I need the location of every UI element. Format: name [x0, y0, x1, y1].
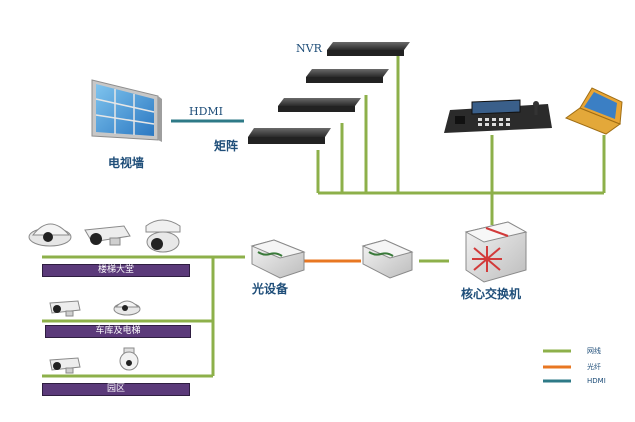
matrix-label: 矩阵 [214, 139, 239, 153]
area-label-garage-elevator: 车库及电梯 [45, 325, 191, 338]
optical-device-label: 光设备 [252, 282, 289, 296]
bullet-camera-icon [49, 357, 81, 374]
bullet-camera-icon [49, 300, 81, 317]
core-switch-label: 核心交换机 [461, 287, 522, 301]
tv-wall-label: 电视墙 [108, 156, 145, 170]
hdmi-cables [171, 119, 571, 383]
core-switch-icon [464, 221, 528, 283]
legend-label-hdmi: HDMI [587, 377, 606, 385]
legend-label-network-cable: 网线 [587, 347, 601, 355]
area-label-park: 园区 [42, 383, 190, 396]
tv-wall-icon [91, 79, 162, 142]
control-keyboard-icon [444, 99, 552, 133]
bullet-camera-icon [84, 225, 131, 246]
legend-label-fiber: 光纤 [587, 363, 601, 371]
hdmi-label: HDMI [189, 105, 224, 118]
turret-camera-icon [145, 219, 181, 253]
network-cables [42, 55, 606, 378]
dome-camera-icon [28, 223, 72, 247]
nvr-device [278, 98, 361, 112]
dome-camera-icon [113, 300, 141, 316]
nvr-device [327, 42, 410, 56]
ptz-camera-icon [119, 347, 139, 371]
nvr-device [306, 69, 389, 83]
optical-device-icon [250, 239, 306, 279]
fiber-cables [304, 259, 571, 369]
area-label-lobby: 楼梯大堂 [42, 264, 190, 277]
optical-device-icon [361, 239, 414, 279]
laptop-icon [564, 87, 623, 135]
nvr-label: NVR [296, 42, 322, 55]
matrix-device [248, 128, 331, 144]
